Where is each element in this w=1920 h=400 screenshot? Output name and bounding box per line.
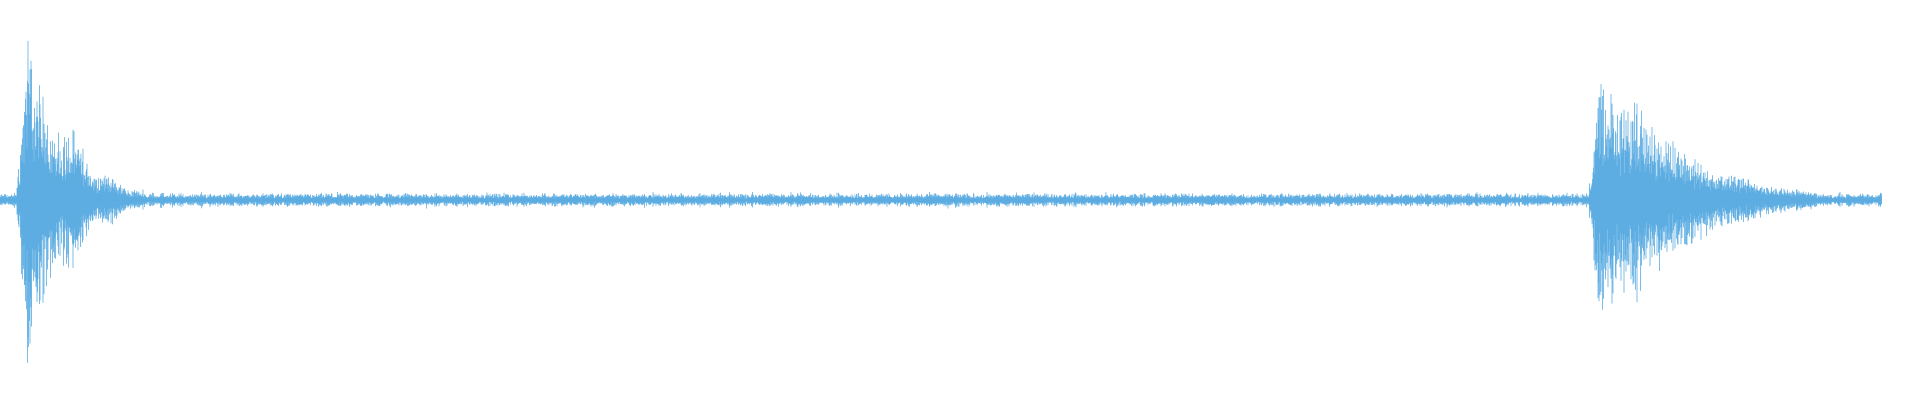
waveform-trace [0, 40, 1882, 363]
